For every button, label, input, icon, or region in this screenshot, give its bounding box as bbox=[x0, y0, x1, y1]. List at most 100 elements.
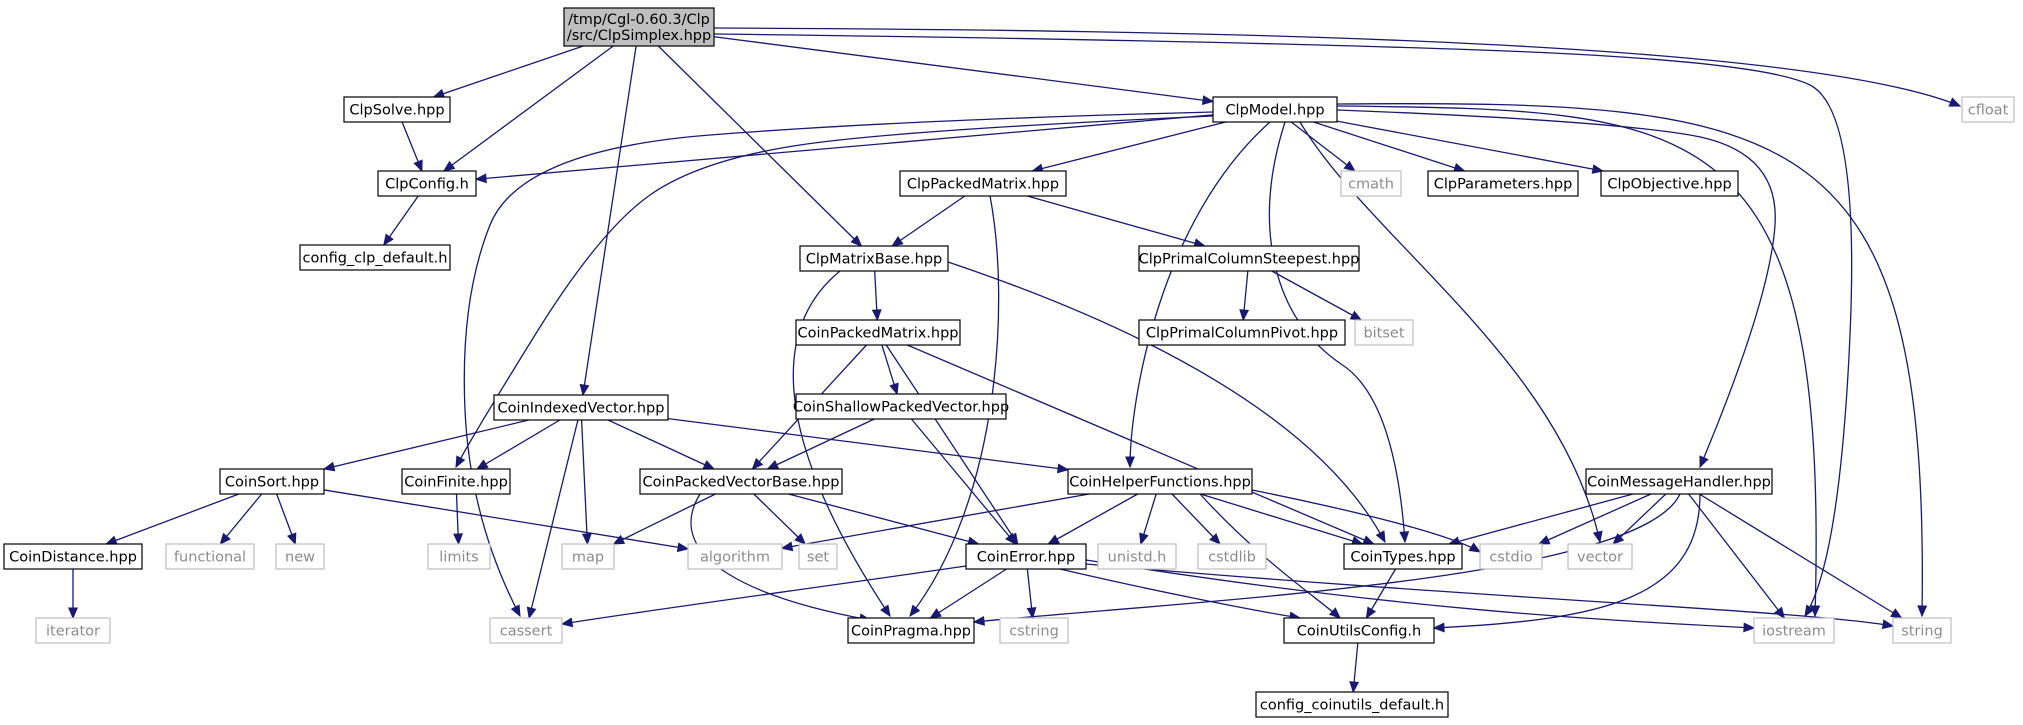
edge-path bbox=[1048, 493, 1138, 545]
node-algorithm: algorithm bbox=[687, 543, 783, 570]
arrowhead bbox=[1399, 531, 1410, 544]
node-clpprimalcolumnpivot[interactable]: ClpPrimalColumnPivot.hpp bbox=[1138, 319, 1346, 346]
node-coinsort[interactable]: CoinSort.hpp bbox=[219, 468, 325, 495]
node-coinutilsconfig[interactable]: CoinUtilsConfig.h bbox=[1283, 617, 1435, 644]
node-coinindexedvector[interactable]: CoinIndexedVector.hpp bbox=[493, 394, 669, 421]
edge-coinsort-to-functional bbox=[219, 493, 263, 545]
node-label: CoinError.hpp bbox=[977, 550, 1075, 566]
edge-clpsimplex-to-iostream bbox=[713, 33, 1853, 618]
node-box bbox=[1961, 96, 2015, 123]
node-label: CoinPragma.hpp bbox=[851, 624, 971, 640]
node-label: CoinPackedVectorBase.hpp bbox=[643, 475, 840, 491]
edge-path bbox=[792, 270, 891, 617]
node-cointypes[interactable]: CoinTypes.hpp bbox=[1343, 543, 1463, 570]
node-clpconfig[interactable]: ClpConfig.h bbox=[377, 170, 477, 197]
node-coinfinite[interactable]: CoinFinite.hpp bbox=[401, 468, 511, 495]
edge-path bbox=[561, 565, 967, 625]
node-vector: vector bbox=[1567, 543, 1633, 570]
edge-path bbox=[105, 493, 240, 545]
edge-clpmodel-to-clpparameters bbox=[1313, 121, 1466, 173]
node-cmath: cmath bbox=[1340, 170, 1402, 197]
node-box bbox=[899, 170, 1067, 197]
edge-coinpackedmatrix-to-coinshallowpackedvector bbox=[881, 344, 899, 396]
edge-path bbox=[1299, 121, 1601, 543]
node-box bbox=[299, 244, 451, 271]
arrowhead bbox=[612, 534, 626, 545]
node-clpsolve[interactable]: ClpSolve.hpp bbox=[343, 96, 451, 123]
node-box bbox=[1585, 468, 1773, 495]
edge-coinmessagehandler-to-coinutilsconfig bbox=[1432, 493, 1701, 633]
node-coinhelperfunctions[interactable]: CoinHelperFunctions.hpp bbox=[1067, 468, 1253, 495]
node-cstdio: cstdio bbox=[1479, 543, 1543, 570]
edge-path bbox=[613, 493, 716, 545]
node-clpprimalcolumnsteepest[interactable]: ClpPrimalColumnSteepest.hpp bbox=[1138, 245, 1360, 272]
node-clpsimplex[interactable]: /tmp/Cgl-0.60.3/Clp/src/ClpSimplex.hpp bbox=[563, 7, 715, 47]
node-functional: functional bbox=[165, 543, 255, 570]
node-label: CoinPackedMatrix.hpp bbox=[797, 326, 958, 342]
node-bitset: bitset bbox=[1354, 319, 1414, 346]
node-box bbox=[1753, 617, 1835, 644]
node-box bbox=[1427, 170, 1579, 197]
node-config-coinutils-default[interactable]: config_coinutils_default.h bbox=[1255, 691, 1449, 718]
node-box bbox=[798, 543, 838, 570]
node-label: ClpPrimalColumnSteepest.hpp bbox=[1139, 252, 1360, 268]
edge-coinmessagehandler-to-cointypes bbox=[1447, 493, 1634, 547]
node-label: functional bbox=[174, 550, 246, 566]
edge-path bbox=[443, 45, 614, 172]
arrowhead bbox=[1468, 542, 1482, 553]
node-box bbox=[275, 543, 325, 570]
node-label: CoinTypes.hpp bbox=[1350, 550, 1455, 566]
node-coinshallowpackedvector[interactable]: CoinShallowPackedVector.hpp bbox=[793, 393, 1009, 420]
edge-path bbox=[528, 419, 579, 619]
node-clpobjective[interactable]: ClpObjective.hpp bbox=[1600, 170, 1739, 197]
node-coinerror[interactable]: CoinError.hpp bbox=[965, 543, 1087, 570]
arrowhead bbox=[442, 160, 456, 172]
node-box bbox=[1097, 543, 1177, 570]
arrowhead bbox=[891, 235, 904, 247]
node-box bbox=[561, 543, 615, 570]
edge-clpsimplex-to-cfloat bbox=[713, 27, 1962, 107]
edge-path bbox=[219, 493, 263, 545]
edge-clpmodel-to-cassert bbox=[463, 111, 1214, 618]
node-clpmodel[interactable]: ClpModel.hpp bbox=[1212, 96, 1338, 123]
node-label: ClpSolve.hpp bbox=[349, 103, 444, 119]
edge-path bbox=[1199, 493, 1341, 619]
node-label: ClpMatrixBase.hpp bbox=[806, 252, 943, 268]
node-box bbox=[493, 394, 669, 421]
node-clpmatrixbase[interactable]: ClpMatrixBase.hpp bbox=[799, 245, 949, 272]
node-clpparameters[interactable]: ClpParameters.hpp bbox=[1427, 170, 1579, 197]
edge-path bbox=[1171, 493, 1221, 545]
edge-path bbox=[455, 115, 1214, 468]
node-box bbox=[1600, 170, 1739, 197]
node-label: iterator bbox=[46, 624, 100, 640]
edge-path bbox=[1688, 493, 1785, 619]
edge-path bbox=[463, 111, 1214, 617]
node-box bbox=[1567, 543, 1633, 570]
node-clppackedmatrix[interactable]: ClpPackedMatrix.hpp bbox=[899, 170, 1067, 197]
edge-path bbox=[323, 489, 689, 550]
node-coinmessagehandler[interactable]: CoinMessageHandler.hpp bbox=[1585, 468, 1773, 495]
edge-coinhelperfunctions-to-cointypes bbox=[1200, 493, 1364, 546]
arrowhead bbox=[1612, 533, 1625, 545]
node-label: ClpObjective.hpp bbox=[1607, 177, 1731, 193]
node-label: /tmp/Cgl-0.60.3/Clp bbox=[568, 12, 710, 28]
node-coinpackedmatrix[interactable]: CoinPackedMatrix.hpp bbox=[795, 319, 961, 346]
edge-coinindexedvector-to-map bbox=[580, 419, 592, 546]
edge-coinerror-to-cassert bbox=[560, 565, 967, 628]
node-label: cassert bbox=[500, 624, 553, 640]
node-box bbox=[343, 96, 451, 123]
edge-coinhelperfunctions-to-unistd bbox=[1139, 493, 1157, 546]
edge-path bbox=[910, 418, 1017, 545]
edge-path bbox=[1699, 493, 1902, 619]
arrowhead bbox=[676, 542, 690, 553]
node-label: string bbox=[1901, 624, 1943, 640]
edge-coinhelperfunctions-to-cstdio bbox=[1251, 489, 1482, 553]
node-coindistance[interactable]: CoinDistance.hpp bbox=[3, 543, 143, 570]
edge-path bbox=[885, 344, 1019, 545]
node-box bbox=[427, 543, 491, 570]
edge-coinindexedvector-to-coinsort bbox=[322, 419, 529, 472]
node-config-clp-default[interactable]: config_clp_default.h bbox=[299, 244, 451, 271]
arrowhead bbox=[219, 532, 231, 545]
node-coinpackedvectorbase[interactable]: CoinPackedVectorBase.hpp bbox=[639, 468, 843, 495]
node-coinpragma[interactable]: CoinPragma.hpp bbox=[847, 617, 975, 644]
